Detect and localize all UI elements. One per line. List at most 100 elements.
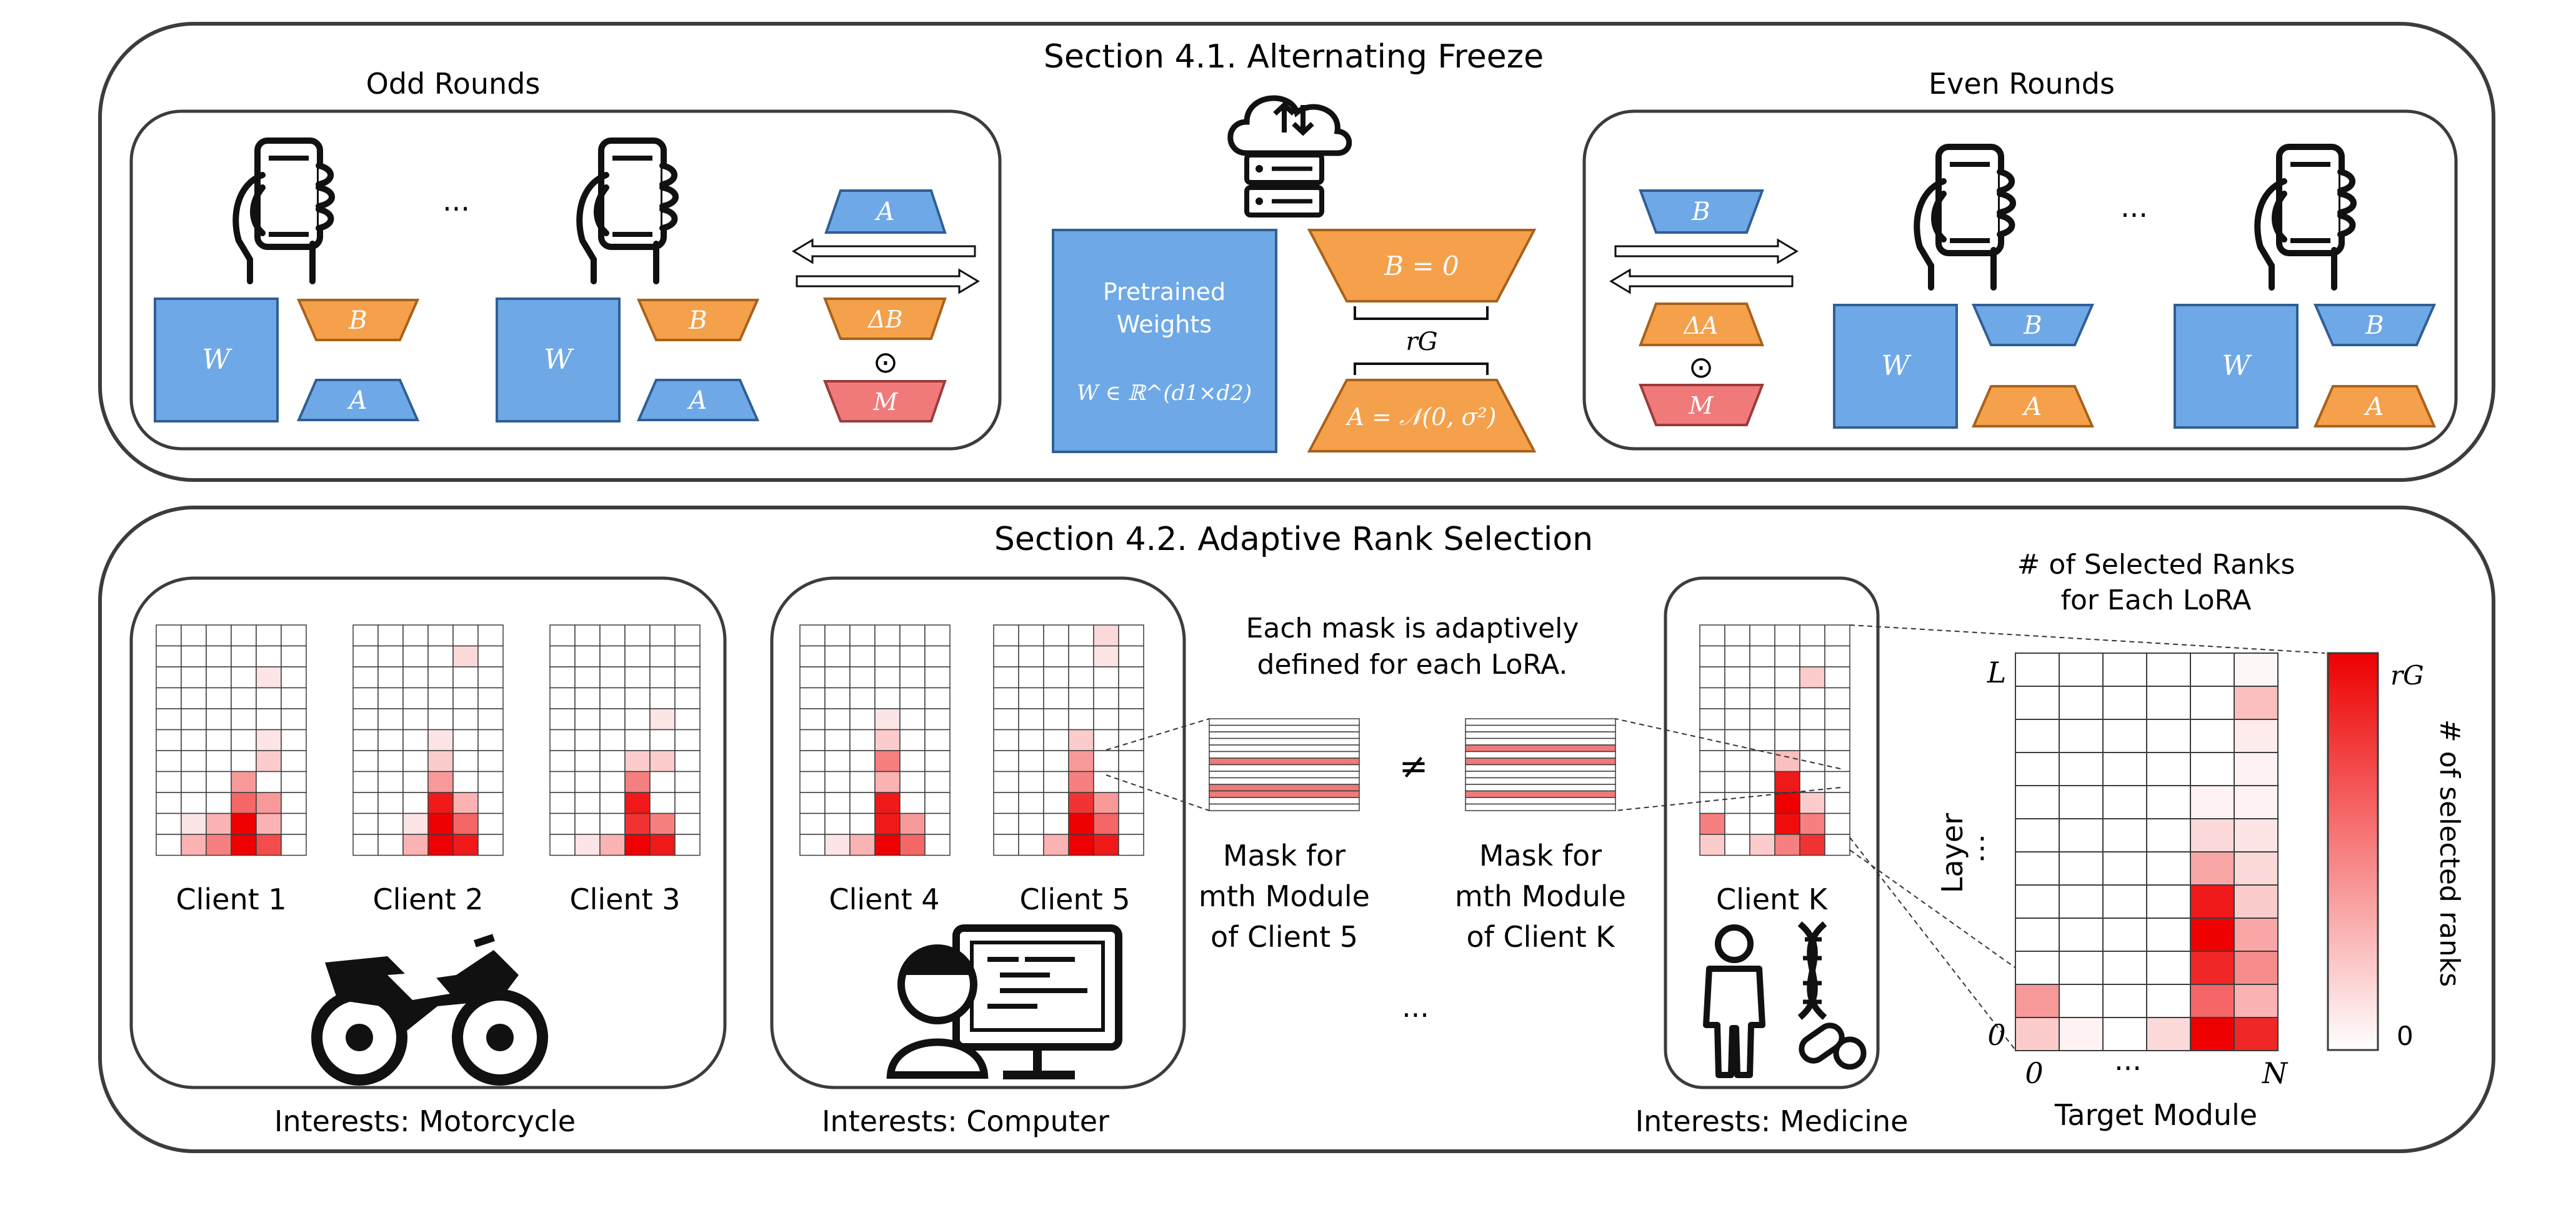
dna-icon [1797,921,1827,1020]
mask-grid-cell [427,645,454,668]
mask-grid-cell [377,624,404,647]
heatmap-cell [2102,719,2147,753]
mask-grid-cell [156,624,182,647]
mask-grid-cell [1018,708,1044,731]
mask-grid-cell [874,708,901,731]
heatmap-cell [2190,785,2235,819]
mask-grid-cell [1118,834,1144,856]
mask-m-matrix [1639,384,1764,426]
mask-strip-row [1209,777,1360,785]
mask-grid-cell [1043,708,1069,731]
mask-grid-cell [377,729,404,751]
mask-grid-cell [899,812,926,835]
mask-grid-cell [1774,729,1800,751]
heatmap-cell [2059,918,2104,952]
heatmap-cell [2102,686,2147,720]
mask-grid-cell [427,771,454,793]
mask-grid-cell [1043,624,1069,647]
mask-grid-cell [352,834,379,856]
a-init-matrix [1307,379,1537,452]
mask-grid-cell [649,624,676,647]
mask-grid-cell [1043,771,1069,793]
heatmap-cell [2015,752,2060,786]
mask-strip-row [1465,784,1616,792]
mask-grid-cell [574,834,601,856]
mask-strip-row [1465,764,1616,772]
mask-grid-cell [427,687,454,709]
mask-grid-cell [549,729,576,751]
mask-grid-cell [352,666,379,689]
heatmap-cell [2146,752,2191,786]
mask-grid-cell [377,708,404,731]
cloud-server-icon [1227,95,1352,218]
mask-grid-cell [352,771,379,793]
mask-grid-cell [549,687,576,709]
mask-grid-cell [206,812,232,835]
download-arrow-icon [1614,238,1799,264]
mask-grid-cell [1774,687,1800,709]
mask-grid-cell [402,771,429,793]
mask-grid-cell [899,645,926,668]
mask-grid-cell [256,792,282,814]
mask-grid-cell [874,750,901,772]
mask-grid-cell [624,624,651,647]
mask-grid-cell [993,792,1019,814]
heatmap-cell [2190,719,2235,753]
mask-grid-cell [1799,729,1825,751]
mask-grid-cell [1018,771,1044,793]
heatmap-cell [2059,652,2104,687]
mask-strip-row [1209,718,1360,726]
mask-grid-cell [181,792,207,814]
mask-grid-cell [799,624,826,647]
heatmap-cell [2015,951,2060,985]
mask-grid-cell [874,771,901,793]
mask-grid-cell [181,750,207,772]
mask-grid-cell [649,708,676,731]
mask-grid-cell [1118,624,1144,647]
heatmap-cell [2059,686,2104,720]
rank-bracket-bottom [1354,362,1489,375]
mask-strip-row [1465,744,1616,752]
colorbar-max-label: rG [2390,660,2424,691]
lora-b-label: B [688,306,707,335]
mask-grid-cell [427,624,454,647]
lora-b-matrix [2313,304,2437,346]
mask-grid-cell [1018,792,1044,814]
mask-grid-cell [824,834,851,856]
mask-grid-cell [1774,624,1800,647]
mask-grid-cell [377,666,404,689]
mask-grid-cell [1824,812,1850,835]
heatmap-cell [2190,851,2235,886]
mask-grid-cell [1043,812,1069,835]
mask-grid-cell [427,792,454,814]
heatmap-cell [2146,719,2191,753]
mask-strip-row [1209,724,1360,732]
mask-grid-cell [924,812,951,835]
mask-grid-cell [1799,624,1825,647]
frozen-weight-w-label: W [202,344,232,376]
heatmap-cell [2234,918,2279,952]
mask-grid-cell [874,687,901,709]
group-interest-label: Interests: Medicine [1635,1104,1909,1138]
mask-grid-cell [281,624,307,647]
mask-grid-cell [206,687,232,709]
even-rounds-ellipsis: ··· [2120,198,2148,232]
mask-grid-cell [427,666,454,689]
mask-grid-cell [649,792,676,814]
frozen-weight-w-label: W [544,344,574,376]
mask-grid-cell [281,750,307,772]
mask-grid-cell [674,792,701,814]
mask-grid-cell [181,666,207,689]
mask-grid-cell [924,771,951,793]
heatmap-cell [2015,785,2060,819]
mask-grid-cell [649,750,676,772]
server-b-label: B [1691,198,1710,226]
mask-grid-cell [1824,645,1850,668]
heatmap-cell [2102,785,2147,819]
mask-grid-cell [477,645,504,668]
b-init-matrix [1307,229,1537,302]
mask-strip-row [1465,777,1616,785]
mask-grid-cell [1093,645,1119,668]
zoom-connector-line [1106,718,1210,751]
mask-grid-cell [477,729,504,751]
